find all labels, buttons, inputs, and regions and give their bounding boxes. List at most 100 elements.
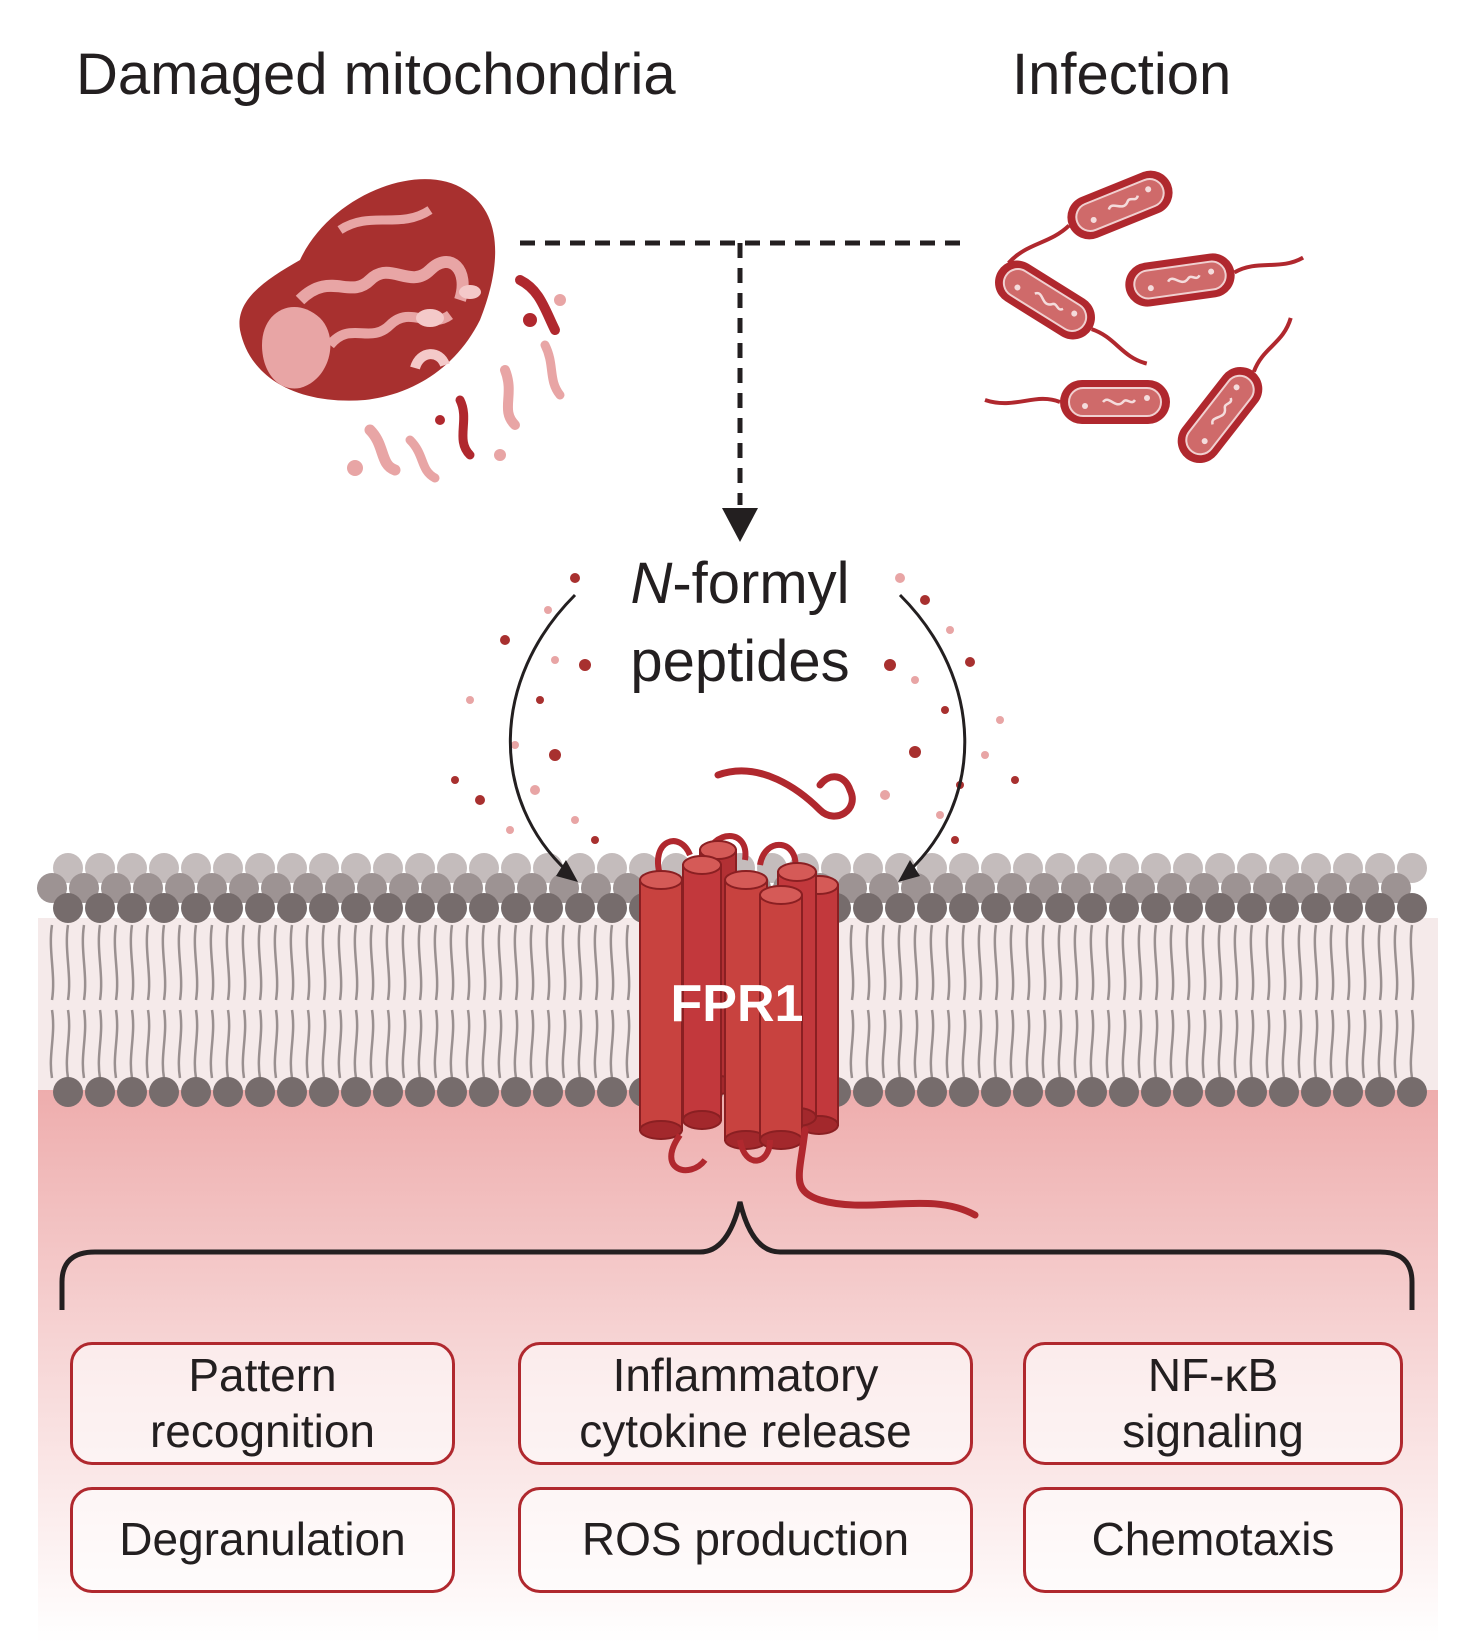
lipid-tail (289, 1009, 295, 1079)
lipid-head (149, 853, 179, 883)
peptide-dot (475, 795, 485, 805)
ribosome (1208, 268, 1215, 275)
receptor-label: FPR1 (670, 975, 804, 1033)
lipid-head (405, 853, 435, 883)
lipid-head (1109, 853, 1139, 883)
outcome-box-chemotaxis: Chemotaxis (1023, 1487, 1403, 1593)
lipid-head (261, 873, 291, 903)
lipid-tails (49, 924, 1415, 1079)
lipid-head (277, 893, 307, 923)
lipid-head (453, 873, 483, 903)
lipid-tail (1217, 1009, 1223, 1079)
peptide-dot (536, 696, 544, 704)
lipid-tail (609, 1009, 615, 1079)
lipid-head (597, 893, 627, 923)
peptide-dot (880, 790, 890, 800)
lipid-tail (401, 924, 407, 1001)
nucleoid (1167, 274, 1201, 284)
lipid-tail (305, 924, 311, 1001)
lipid-head (1013, 893, 1043, 923)
lipid-head (341, 1077, 371, 1107)
lipid-tail (113, 924, 119, 1001)
lipid-head (485, 873, 515, 903)
lipid-tail (913, 1009, 919, 1079)
lipid-tail (1089, 924, 1095, 1001)
lipid-head (69, 873, 99, 903)
flagellum (1251, 317, 1293, 373)
lipid-head (1045, 853, 1075, 883)
lipid-head (277, 853, 307, 883)
peptide-dot (511, 741, 519, 749)
lipid-tail (865, 924, 871, 1001)
lipid-head (469, 853, 499, 883)
lipid-tail (65, 1009, 71, 1079)
transmembrane-helix (639, 870, 683, 1140)
lipid-tail (465, 924, 471, 1001)
lipid-head (1013, 853, 1043, 883)
lipid-heads-outer-middle (37, 873, 1411, 903)
peptide-dot (570, 573, 580, 583)
lipid-head (293, 873, 323, 903)
bacteria-cluster-icon (984, 170, 1305, 464)
lipid-head (133, 873, 163, 903)
ligand-label-line1: N-formyl (560, 555, 920, 613)
peptide-dot (544, 606, 552, 614)
lipid-head (421, 873, 451, 903)
ligand-label-line2: peptides (630, 629, 850, 694)
nucleoid (1211, 397, 1233, 425)
ribosome (1014, 284, 1021, 291)
lipid-head (229, 873, 259, 903)
lipid-head (853, 1077, 883, 1107)
lipid-tail (417, 1009, 423, 1079)
lipid-tail (193, 924, 199, 1001)
lipid-head (933, 873, 963, 903)
outcome-line: Chemotaxis (1091, 1513, 1335, 1566)
lipid-head (1109, 1077, 1139, 1107)
lipid-tail (1073, 1009, 1079, 1079)
lipid-head (101, 873, 131, 903)
lipid-head (981, 893, 1011, 923)
lipid-head (1301, 853, 1331, 883)
lipid-head (389, 873, 419, 903)
lipid-tail (433, 1009, 439, 1079)
lipid-head (117, 1077, 147, 1107)
lipid-head (1365, 853, 1395, 883)
lipid-tail (161, 1009, 167, 1079)
cell-interior (1075, 178, 1165, 232)
lipid-tail (49, 924, 55, 1001)
peptide-dot (951, 836, 959, 844)
lipid-tail (1233, 924, 1239, 1001)
lipid-tail (161, 924, 167, 1001)
lipid-tail (209, 1009, 215, 1079)
lipid-head (213, 893, 243, 923)
nucleoid (1034, 291, 1064, 311)
peptide-dot (500, 635, 510, 645)
lipid-tail (961, 924, 967, 1001)
lipid-head (549, 873, 579, 903)
peptide-dot (579, 659, 591, 671)
lipid-tail (497, 924, 503, 1001)
peptide-dot (946, 626, 954, 634)
lipid-head (245, 853, 275, 883)
lipid-head (869, 873, 899, 903)
lipid-tail (945, 924, 951, 1001)
lipid-tail (1025, 924, 1031, 1001)
lipid-tail (1153, 924, 1159, 1001)
lipid-tail (305, 1009, 311, 1079)
peptide-dot (911, 676, 919, 684)
lipid-tail (1265, 1009, 1271, 1079)
lipid-head (1077, 893, 1107, 923)
lipid-head (597, 853, 627, 883)
outcome-line: Pattern (188, 1349, 337, 1402)
lipid-head (373, 853, 403, 883)
lipid-tail (369, 1009, 375, 1079)
lipid-tail (1361, 924, 1367, 1001)
lipid-tail (49, 1009, 55, 1079)
ribosome (1201, 438, 1208, 445)
lipid-head (565, 1077, 595, 1107)
lipid-head (53, 893, 83, 923)
lipid-tail (929, 924, 935, 1001)
lipid-head (1269, 893, 1299, 923)
